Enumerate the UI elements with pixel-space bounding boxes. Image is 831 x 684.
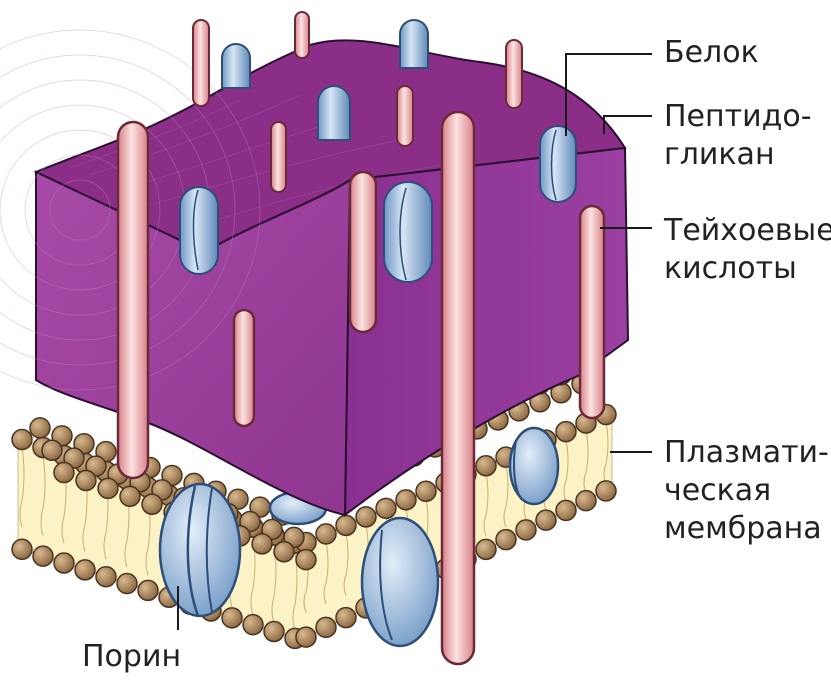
- wall-protein: [318, 86, 350, 140]
- lipid-head: [596, 481, 616, 501]
- teichoic-rod: [234, 310, 254, 426]
- wall-protein: [180, 187, 218, 274]
- lipid-head: [54, 553, 74, 573]
- label-membrane-line: Плазмати-: [664, 434, 829, 472]
- label-peptidoglycan: Пептидо- гликан: [664, 98, 812, 174]
- lipid-head: [76, 470, 96, 490]
- lipid-head: [30, 418, 50, 438]
- lipid-head: [12, 430, 32, 450]
- lipid-head: [556, 500, 576, 520]
- teichoic-rod: [397, 86, 413, 146]
- wall-protein: [222, 44, 250, 88]
- lipid-head: [142, 494, 162, 514]
- label-teichoic-acids: Тейхоевые кислоты: [664, 212, 831, 288]
- label-membrane-line: мембрана: [664, 510, 829, 548]
- lipid-head: [96, 567, 116, 587]
- wall-protein: [400, 20, 428, 68]
- porin-right: [362, 518, 438, 646]
- lipid-head: [274, 542, 294, 562]
- lipid-head: [316, 617, 336, 637]
- teichoic-rod: [295, 12, 309, 58]
- lipid-head: [54, 463, 74, 483]
- label-protein-line: Белок: [664, 34, 759, 72]
- lipid-head: [120, 486, 140, 506]
- lipid-head: [476, 456, 496, 476]
- lipid-head: [296, 550, 316, 570]
- lipid-head: [556, 422, 576, 442]
- lipid-head: [376, 498, 396, 518]
- lipid-head: [243, 615, 263, 635]
- teichoic-rod: [506, 40, 522, 108]
- lipid-head: [396, 490, 416, 510]
- membrane-protein-right: [510, 428, 558, 504]
- lipid-head: [12, 539, 32, 559]
- teichoic-rod: [271, 122, 286, 192]
- wall-protein: [384, 182, 432, 282]
- wall-protein: [540, 126, 576, 202]
- lipid-head: [33, 546, 53, 566]
- label-peptidoglycan-line: Пептидо-: [664, 98, 812, 136]
- label-teichoic-line: кислоты: [664, 250, 831, 288]
- teichoic-rod: [580, 206, 604, 418]
- lipid-head: [576, 491, 596, 511]
- teichoic-rod: [442, 112, 474, 664]
- lipid-head: [516, 520, 536, 540]
- lipid-head: [336, 608, 356, 628]
- lipid-head: [476, 539, 496, 559]
- lipid-head: [138, 580, 158, 600]
- lipid-head: [296, 627, 316, 647]
- label-plasma-membrane: Плазмати- ческая мембрана: [664, 434, 829, 548]
- lipid-head: [356, 507, 376, 527]
- teichoic-rod: [350, 172, 376, 332]
- lipid-head: [316, 524, 336, 544]
- label-teichoic-line: Тейхоевые: [664, 212, 831, 250]
- lipid-head: [252, 534, 272, 554]
- lipid-head: [75, 560, 95, 580]
- label-peptidoglycan-line: гликан: [664, 136, 812, 174]
- lipid-head: [222, 608, 242, 628]
- lipid-head: [264, 622, 284, 642]
- lipid-head: [536, 510, 556, 530]
- lipid-head: [98, 478, 118, 498]
- lipid-head: [336, 515, 356, 535]
- teichoic-rod: [193, 20, 209, 106]
- label-membrane-line: ческая: [664, 472, 829, 510]
- porin-left: [160, 484, 240, 616]
- lipid-head: [117, 574, 137, 594]
- lipid-head: [416, 481, 436, 501]
- label-porin: Порин: [82, 638, 181, 676]
- teichoic-rod: [118, 122, 148, 478]
- lipid-head: [42, 440, 62, 460]
- label-protein: Белок: [664, 34, 759, 72]
- label-porin-line: Порин: [82, 638, 181, 676]
- lipid-head: [496, 530, 516, 550]
